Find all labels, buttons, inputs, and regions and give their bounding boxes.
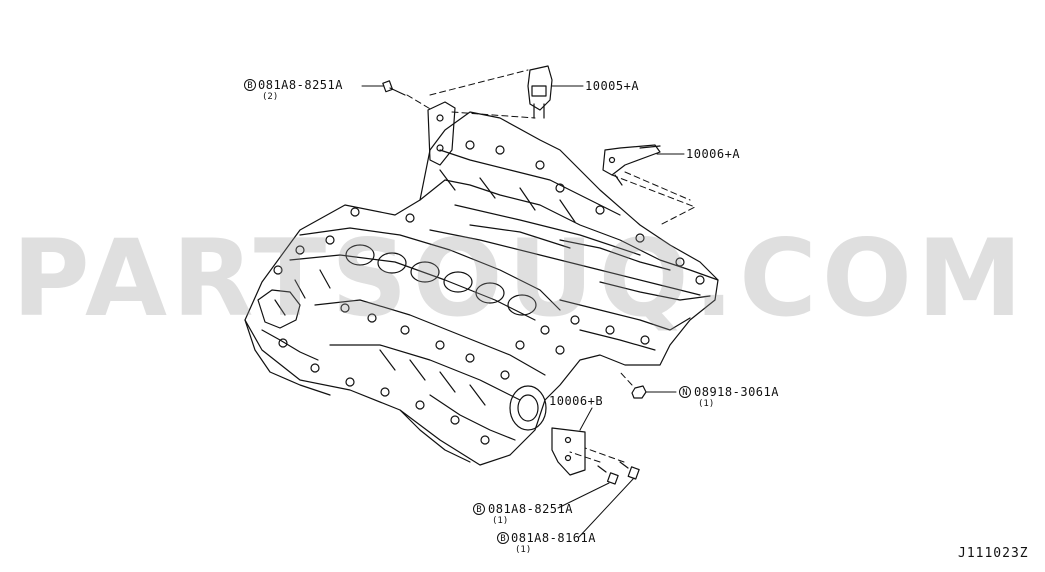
callout-08918-3061a[interactable]: 08918-3061A — [694, 385, 779, 399]
part-10006-a — [602, 144, 661, 186]
callout-prefix-b: B — [473, 503, 485, 515]
bolt-081a8-8251a-lower — [597, 465, 619, 485]
callout-prefix-b: B — [497, 532, 509, 544]
callout-qty: (2) — [262, 92, 279, 102]
part-10006-b — [551, 427, 586, 476]
nut-08918-3061a — [631, 385, 647, 399]
callout-qty: (1) — [492, 516, 509, 526]
leader-lines — [361, 85, 685, 538]
callout-081a8-8251a-top[interactable]: 081A8-8251A — [258, 78, 343, 92]
callout-081a8-8161a[interactable]: 081A8-8161A — [511, 531, 596, 545]
callout-10006-b[interactable]: 10006+B — [549, 394, 604, 408]
diagram-id: J111023Z — [958, 546, 1029, 561]
callout-qty: (1) — [698, 399, 715, 409]
engine-block — [244, 111, 719, 466]
callout-081a8-8251a-lower[interactable]: 081A8-8251A — [488, 502, 573, 516]
callout-10006-a[interactable]: 10006+A — [686, 147, 741, 161]
bracket-upper-left — [427, 101, 456, 166]
watermark: PARTSOUQ.COM — [12, 217, 1028, 340]
part-10005-a — [527, 65, 553, 119]
phantom-lines — [406, 69, 696, 463]
callout-prefix-n: N — [679, 386, 691, 398]
callout-qty: (1) — [515, 545, 532, 555]
callout-prefix-b: B — [244, 79, 256, 91]
bolt-081a8-8161a — [619, 461, 640, 480]
bolt-081a8-8251a-top — [382, 80, 406, 96]
callout-10005-a[interactable]: 10005+A — [585, 79, 640, 93]
